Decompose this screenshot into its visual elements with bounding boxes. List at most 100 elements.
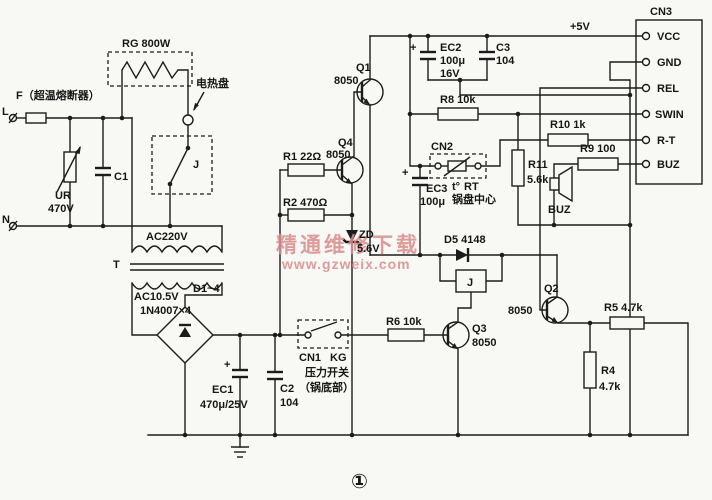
resistor-r2-label: R2 470Ω xyxy=(283,197,327,209)
transistor-q4-label: Q4 xyxy=(338,137,354,149)
cap-c3-value: 104 xyxy=(496,55,515,67)
cn2-label: CN2 xyxy=(431,141,453,153)
cap-ec2-volt: 16V xyxy=(440,68,460,80)
fuse-f xyxy=(25,112,47,124)
bridge-label: D1~4 xyxy=(193,283,220,295)
relay-contact-box xyxy=(151,135,213,195)
resistor-r8-label: R8 10k xyxy=(440,94,476,106)
transistor-q2-label: Q2 xyxy=(544,283,559,295)
relay-contact-label: J xyxy=(193,159,199,171)
cap-ec1-value: 470μ/25V xyxy=(200,399,248,411)
transistor-q1 xyxy=(356,78,384,106)
varistor-value: 470V xyxy=(48,203,74,215)
resistor-r2 xyxy=(287,208,325,222)
varistor-ur xyxy=(56,146,81,193)
resistor-r5 xyxy=(609,316,645,330)
resistor-r4-label: R4 xyxy=(601,365,616,377)
transistor-q1-label: Q1 xyxy=(356,62,371,74)
transistor-q4 xyxy=(336,155,364,185)
transformer-label: T xyxy=(113,259,120,271)
cap-ec1 xyxy=(232,368,248,379)
resistor-r5-label: R5 4.7k xyxy=(604,302,643,314)
zener-value: 5.6V xyxy=(357,243,380,255)
cap-ec3 xyxy=(412,176,428,187)
cap-c2-label: C2 xyxy=(280,383,294,395)
transistor-q2-type: 8050 xyxy=(508,305,532,317)
heater-rg xyxy=(107,51,194,126)
cap-c2 xyxy=(267,370,283,381)
resistor-r9 xyxy=(577,157,619,171)
resistor-r1-label: R1 22Ω xyxy=(283,151,321,163)
heating-plate-label: 电热盘 xyxy=(196,76,229,90)
ground-symbol xyxy=(231,446,249,458)
resistor-r10 xyxy=(547,133,589,147)
cn3-pin-rt: R-T xyxy=(657,135,676,147)
cap-ec2 xyxy=(420,50,436,61)
watermark-line1: 精通维修下载 xyxy=(276,233,420,257)
cap-c2-value: 104 xyxy=(280,397,299,409)
primary-voltage-label: AC220V xyxy=(146,231,188,243)
resistor-r11-value: 5.6k xyxy=(527,174,549,186)
cn3-pin-swin: SWIN xyxy=(655,109,684,121)
svg-text:+: + xyxy=(224,359,230,371)
buzzer-speaker xyxy=(549,165,573,203)
cn1-label: CN1 xyxy=(299,352,321,364)
relay-coil-j xyxy=(455,269,487,293)
cap-ec2-value: 100μ xyxy=(440,55,465,67)
diode-d5 xyxy=(456,248,470,262)
cn3-pin-gnd: GND xyxy=(657,57,682,69)
secondary-voltage-label: AC10.5V xyxy=(134,291,179,303)
wires xyxy=(16,35,689,448)
watermark: 精通维修下载 www.gzweix.com xyxy=(276,233,420,272)
cap-c3 xyxy=(479,50,495,61)
watermark-line2: www.gzweix.com xyxy=(281,256,411,272)
heater-pointer-arrow xyxy=(193,91,205,111)
transistor-q3 xyxy=(442,321,470,350)
resistor-r8 xyxy=(437,107,479,121)
bridge-rectifier xyxy=(156,306,214,364)
resistor-r4 xyxy=(583,351,597,389)
thermistor-rt-label: RT xyxy=(464,181,479,193)
transistor-q4-type: 8050 xyxy=(326,149,350,161)
cap-c3-label: C3 xyxy=(496,42,510,54)
zener-label: ZD xyxy=(359,229,374,241)
pot-center-label: 锅盘中心 xyxy=(452,192,496,206)
pot-bottom-label: （锅底部） xyxy=(299,380,354,394)
connector-cn2-thermistor xyxy=(429,153,487,179)
zener-zd xyxy=(342,230,362,246)
resistor-r10-label: R10 1k xyxy=(550,119,586,131)
cap-ec3-label: EC3 xyxy=(426,183,447,195)
cap-ec2-label: EC2 xyxy=(440,42,461,54)
pressure-switch-label: 压力开关 xyxy=(305,365,349,379)
resistor-r9-label: R9 100 xyxy=(580,143,615,155)
cn3-pin-vcc: VCC xyxy=(657,31,680,43)
resistor-r4-value: 4.7k xyxy=(599,381,621,393)
cn3-pin-buz: BUZ xyxy=(657,159,680,171)
ec3-plus-sign: + xyxy=(402,167,408,179)
ec1-plus-sign: + xyxy=(224,359,230,371)
resistor-r11-label: R11 xyxy=(528,159,548,171)
cap-ec1-label: EC1 xyxy=(212,384,233,396)
cn3-title: CN3 xyxy=(650,6,672,18)
cn3-pin-rel: REL xyxy=(657,83,679,95)
kg-label: KG xyxy=(330,352,347,364)
cap-c1 xyxy=(95,166,111,177)
terminal-n-label: N xyxy=(2,214,10,226)
transformer xyxy=(130,245,224,290)
transistor-q3-label: Q3 xyxy=(472,323,487,335)
cap-c1-label: C1 xyxy=(114,171,128,183)
resistor-r11 xyxy=(511,149,525,187)
thermistor-symbol-label: t° xyxy=(452,181,460,193)
terminal-l xyxy=(8,112,18,124)
varistor-label: UR xyxy=(55,190,71,202)
terminal-n xyxy=(8,220,18,232)
resistor-r6-label: R6 10k xyxy=(386,316,422,328)
heater-rg-label: RG 800W xyxy=(122,38,171,50)
power-5v-label: +5V xyxy=(570,21,591,33)
connector-cn1-pressure-switch xyxy=(297,319,349,349)
connector-cn3 xyxy=(635,19,703,185)
resistor-r1 xyxy=(287,163,325,177)
fuse-label: F（超温熔断器） xyxy=(16,88,100,102)
